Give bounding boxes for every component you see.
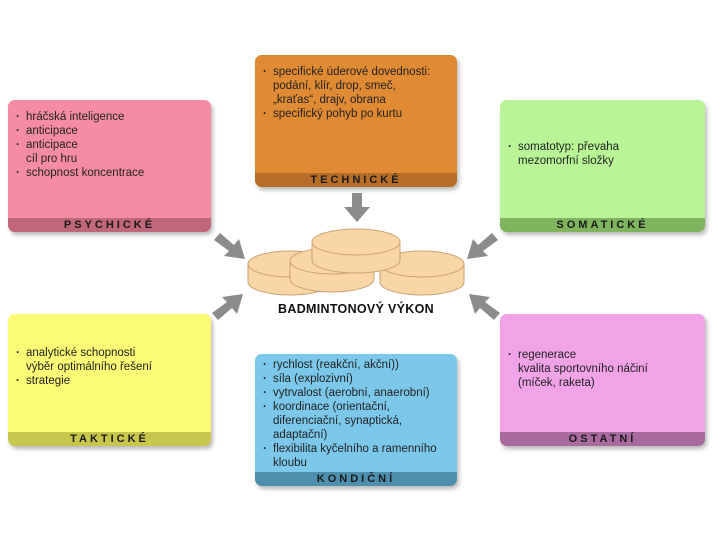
card-item: flexibilita kyčelního a ramenního kloubu (263, 442, 449, 470)
card-item: anticipace cíl pro hru (16, 138, 203, 166)
arrow-up-left-icon (469, 294, 500, 320)
card-title: SOMATICKÉ (500, 218, 705, 232)
card-technicke: specifické úderové dovednosti: podání, k… (255, 55, 457, 187)
card-body: specifické úderové dovednosti: podání, k… (255, 55, 457, 173)
card-item: síla (explozivní) (263, 372, 449, 386)
card-item: specifické úderové dovednosti: podání, k… (263, 65, 449, 107)
card-items: rychlost (reakční, akční))síla (exploziv… (263, 358, 449, 470)
card-takticke: analytické schopnosti výběr optimálního … (8, 314, 211, 446)
card-item: regenerace kvalita sportovního náčiní (m… (508, 348, 697, 390)
card-somaticke: somatotyp: převaha mezomorfní složky SOM… (500, 100, 705, 232)
card-items: specifické úderové dovednosti: podání, k… (263, 65, 449, 121)
card-item: analytické schopnosti výběr optimálního … (16, 346, 203, 374)
card-title: OSTATNÍ (500, 432, 705, 446)
card-body: somatotyp: převaha mezomorfní složky (500, 100, 705, 218)
card-item: somatotyp: převaha mezomorfní složky (508, 140, 697, 168)
card-title: PSYCHICKÉ (8, 218, 211, 232)
card-items: analytické schopnosti výběr optimálního … (16, 346, 203, 388)
card-item: koordinace (orientační, diferenciační, s… (263, 400, 449, 442)
card-item: hráčská inteligence (16, 110, 203, 124)
arrow-down-right-icon (214, 233, 245, 259)
coin-top (311, 228, 401, 274)
center-label: BADMINTONOVÝ VÝKON (268, 302, 444, 320)
card-item: rychlost (reakční, akční)) (263, 358, 449, 372)
card-body: rychlost (reakční, akční))síla (exploziv… (255, 354, 457, 472)
coins-illustration (247, 228, 465, 296)
card-psychicke: hráčská inteligenceanticipaceanticipace … (8, 100, 211, 232)
card-title: KONDIČNÍ (255, 472, 457, 486)
card-item: vytrvalost (aerobní, anaerobní) (263, 386, 449, 400)
card-item: strategie (16, 374, 203, 388)
arrow-down-icon (344, 193, 370, 222)
arrow-up-right-icon (212, 294, 243, 320)
card-items: regenerace kvalita sportovního náčiní (m… (508, 348, 697, 390)
card-ostatni: regenerace kvalita sportovního náčiní (m… (500, 314, 705, 446)
card-kondicni: rychlost (reakční, akční))síla (exploziv… (255, 354, 457, 486)
card-title: TAKTICKÉ (8, 432, 211, 446)
card-body: regenerace kvalita sportovního náčiní (m… (500, 314, 705, 432)
card-item: specifický pohyb po kurtu (263, 107, 449, 121)
card-body: hráčská inteligenceanticipaceanticipace … (8, 100, 211, 218)
card-items: hráčská inteligenceanticipaceanticipace … (16, 110, 203, 180)
card-item: schopnost koncentrace (16, 166, 203, 180)
card-item: anticipace (16, 124, 203, 138)
card-body: analytické schopnosti výběr optimálního … (8, 314, 211, 432)
card-items: somatotyp: převaha mezomorfní složky (508, 140, 697, 168)
card-title: TECHNICKÉ (255, 173, 457, 187)
arrow-down-left-icon (467, 233, 498, 259)
coin-right (379, 250, 465, 296)
